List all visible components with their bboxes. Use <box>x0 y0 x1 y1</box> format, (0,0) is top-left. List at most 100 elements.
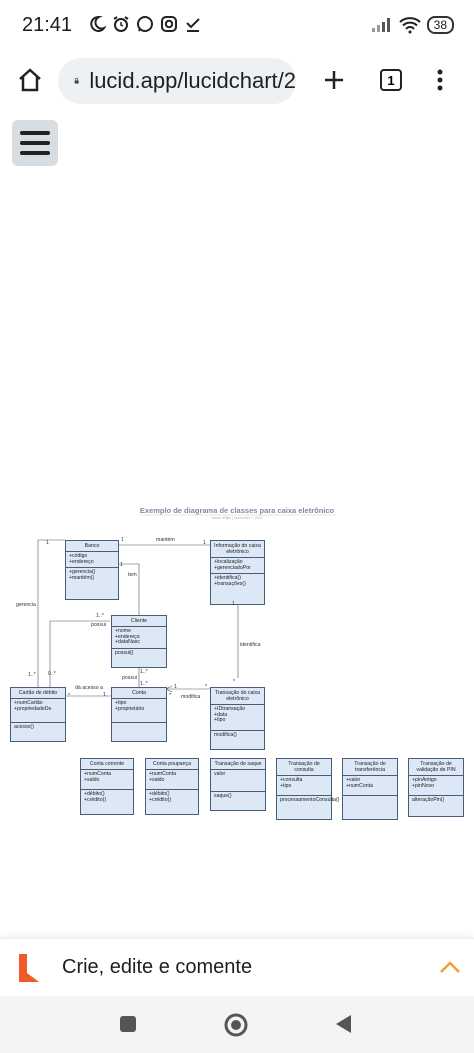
status-time: 21:41 <box>22 14 73 36</box>
class-method: +crédito() <box>149 796 172 803</box>
class-methods: +débito() +crédito() <box>81 790 133 805</box>
class-conta-corrente[interactable]: Conta corrente +numConta +saldo +débito(… <box>80 758 134 815</box>
class-method: possui() <box>115 649 134 656</box>
class-cliente[interactable]: Cliente +nome +endereço +dataNasc possui… <box>111 615 167 668</box>
class-method: alteraçãoPin() <box>412 797 445 803</box>
moon-icon <box>90 15 106 32</box>
home-nav-icon[interactable] <box>223 1012 249 1038</box>
class-attribute: +tipo <box>280 782 292 789</box>
multiplicity-label: * <box>169 693 172 699</box>
class-attributes: +consulta +tipo <box>277 776 331 796</box>
whatsapp-icon <box>137 16 153 32</box>
class-banco[interactable]: Banco +código +endereço +gerencia() +man… <box>65 540 119 600</box>
class-attributes: valor <box>211 770 265 792</box>
class-diagram[interactable]: Exemplo de diagrama de classes para caix… <box>0 390 474 820</box>
relationship-label: tem <box>128 572 137 578</box>
class-transacao-transferencia[interactable]: Transação de transferência +valor +numCo… <box>342 758 398 820</box>
recents-button-icon[interactable] <box>119 1015 137 1033</box>
class-attribute: +consulta <box>280 777 303 783</box>
class-cartao-debito[interactable]: Cartão de débito +numCartão +propriedade… <box>10 687 66 742</box>
tab-count: 1 <box>380 69 402 91</box>
class-attribute: +saldo <box>84 776 100 783</box>
instagram-icon <box>161 16 177 32</box>
tab-switcher-button[interactable]: 1 <box>375 64 407 96</box>
class-method: +débito() <box>149 791 170 797</box>
multiplicity-label: 1 <box>103 692 106 698</box>
home-button[interactable] <box>14 64 46 96</box>
class-transacao-validacao-pin[interactable]: Transação de validação de PIN +pinAntigo… <box>408 758 464 817</box>
class-name: Transação do caixa eletrônico <box>211 688 264 705</box>
class-name: Transação de saque <box>211 759 265 770</box>
class-attribute: +gerenciadoPor <box>214 564 251 571</box>
class-methods: possui() <box>112 649 166 659</box>
class-methods: alteraçãoPin() <box>409 796 463 806</box>
class-transacao-consulta[interactable]: Transação de consulta +consulta +tipo pr… <box>276 758 339 820</box>
class-name: Cliente <box>112 616 166 627</box>
class-method: acesso() <box>14 724 34 730</box>
multiplicity-label: * <box>233 679 236 685</box>
class-attribute: +numConta <box>346 782 373 789</box>
class-name: Conta corrente <box>81 759 133 770</box>
class-methods: processamentoConsulta() <box>277 796 339 806</box>
hamburger-line <box>20 141 50 145</box>
multiplicity-label: 1..* <box>140 669 148 675</box>
class-methods: modifica() <box>211 731 264 741</box>
lucid-app-banner[interactable]: Crie, edite e comente <box>0 938 474 996</box>
class-attribute: +propriedadeDe <box>14 705 52 712</box>
chevron-up-icon[interactable] <box>438 959 462 975</box>
new-tab-button[interactable] <box>318 64 350 96</box>
battery-indicator: 38 <box>426 16 454 34</box>
class-methods <box>343 796 397 804</box>
hamburger-line <box>20 131 50 135</box>
banner-text: Crie, edite e comente <box>62 956 253 978</box>
class-method: +gerencia() <box>69 569 96 576</box>
class-name: Informação do caixa eletrônico <box>211 541 264 558</box>
class-attribute: +numConta <box>84 771 111 777</box>
class-transacao-saque[interactable]: Transação de saque valor saque() <box>210 758 266 811</box>
multiplicity-label: 1 <box>121 537 124 543</box>
relationship-label: possui <box>122 675 137 681</box>
class-conta-poupanca[interactable]: Conta poupança +numConta +saldo +débito(… <box>145 758 199 815</box>
relationship-label: dá acesso a <box>75 685 103 691</box>
class-attribute: +pinAntigo <box>412 777 437 783</box>
status-notification-icons <box>88 15 202 33</box>
relationship-label: modifica <box>181 694 201 700</box>
alarm-icon <box>113 16 129 32</box>
multiplicity-label: 1..* <box>140 681 148 687</box>
class-method: saque() <box>214 793 232 799</box>
hamburger-line <box>20 151 50 155</box>
class-attribute: +código <box>69 553 88 559</box>
class-method: modifica() <box>214 732 237 738</box>
back-nav-icon[interactable] <box>333 1013 353 1035</box>
relationship-label: gerencia <box>16 602 36 608</box>
class-attributes: +nome +endereço +dataNasc <box>112 627 166 649</box>
class-attributes: +IDtransação +data +tipo <box>211 705 264 731</box>
lucid-viewer: Exemplo de diagrama de classes para caix… <box>0 110 474 938</box>
class-transacao-caixa[interactable]: Transação do caixa eletrônico +IDtransaç… <box>210 687 265 750</box>
class-attributes: +numConta +saldo <box>146 770 198 790</box>
hamburger-menu-button[interactable] <box>12 120 58 166</box>
class-attribute: +tipo <box>115 700 127 706</box>
class-attribute: +localização <box>214 559 243 565</box>
class-methods: +débito() +crédito() <box>146 790 198 805</box>
class-attributes: +pinAntigo +pinNovo <box>409 776 463 796</box>
address-bar[interactable]: lucid.app/lucidchart/2 <box>58 58 296 104</box>
lucid-logo-icon <box>19 954 39 982</box>
more-vert-icon <box>437 69 443 91</box>
class-attribute: +nome <box>115 628 132 634</box>
class-name: Transação de consulta <box>277 759 331 776</box>
multiplicity-label: 1 <box>203 540 206 546</box>
class-conta[interactable]: Conta +tipo +proprietário <box>111 687 167 742</box>
multiplicity-label: 1..* <box>28 672 36 678</box>
class-attributes: +tipo +proprietário <box>112 699 166 723</box>
class-attributes: +localização +gerenciadoPor <box>211 558 264 575</box>
wifi-icon <box>398 17 421 34</box>
class-attribute: +numConta <box>149 771 176 777</box>
class-attributes: +código +endereço <box>66 552 118 569</box>
class-attribute: +saldo <box>149 776 165 783</box>
signal-icon <box>371 18 390 32</box>
menu-button[interactable] <box>426 64 454 96</box>
class-attribute: +proprietário <box>115 705 145 712</box>
class-methods: +identifica() +transações() <box>211 574 264 589</box>
class-informacao-caixa[interactable]: Informação do caixa eletrônico +localiza… <box>210 540 265 605</box>
